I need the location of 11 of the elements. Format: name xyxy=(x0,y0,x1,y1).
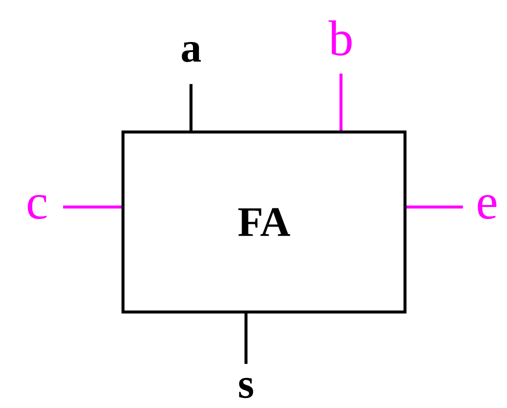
pin-line xyxy=(406,206,463,208)
pin-label: b xyxy=(328,20,352,56)
pin-line xyxy=(190,84,192,130)
pin-label: c xyxy=(28,194,47,220)
pin-line xyxy=(340,74,342,130)
pin-line xyxy=(63,206,122,208)
pin-line xyxy=(244,314,248,364)
pin-label: s xyxy=(239,378,254,398)
pin-label: a xyxy=(182,42,201,62)
block-box: FA xyxy=(122,130,406,314)
pin-label: e xyxy=(478,194,496,220)
